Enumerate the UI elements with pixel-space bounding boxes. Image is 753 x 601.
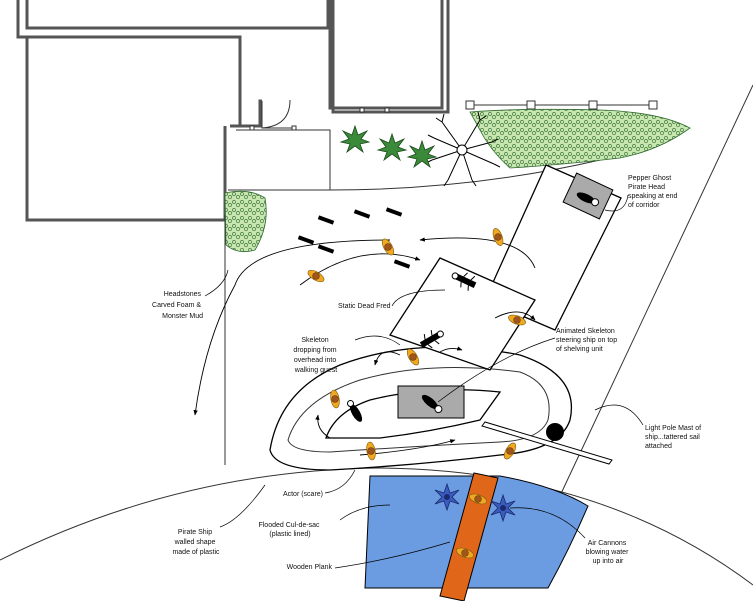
label-air-cannons: Air Cannons blowing water up into air bbox=[586, 540, 631, 565]
label-static-dead-fred: Static Dead Fred bbox=[338, 303, 391, 310]
skeleton-icon bbox=[347, 399, 363, 422]
guest-marker-icon bbox=[490, 226, 506, 248]
label-pepper-ghost: Pepper Ghost Pirate Head speaking at end… bbox=[628, 175, 679, 209]
skeleton-icon bbox=[576, 192, 600, 207]
label-actor: Actor (scare) bbox=[283, 491, 323, 498]
headstone-icon bbox=[297, 235, 315, 245]
light-pole-mast bbox=[481, 421, 613, 465]
label-pirate-ship: Pirate Ship walled shape made of plastic bbox=[172, 529, 220, 556]
label-headstones: Headstones Carved Foam & Monster Mud bbox=[152, 291, 203, 320]
house-walls bbox=[16, 0, 601, 222]
shrub-icon bbox=[340, 125, 370, 153]
label-light-pole: Light Pole Mast of ship...tattered sail … bbox=[645, 425, 703, 450]
yard-lines bbox=[0, 84, 753, 586]
pirate-ship-deck-outline bbox=[287, 367, 550, 453]
bush-icon bbox=[224, 190, 267, 253]
wooden-plank bbox=[439, 472, 499, 601]
label-wooden-plank: Wooden Plank bbox=[287, 564, 333, 571]
skeleton-icon bbox=[421, 394, 443, 414]
mast-ball-icon bbox=[546, 423, 564, 441]
shrub-icon bbox=[407, 140, 437, 168]
headstone-icon bbox=[317, 215, 335, 225]
headstone-icon bbox=[353, 209, 371, 219]
skeleton-icon bbox=[451, 272, 477, 291]
headstone-icon bbox=[385, 207, 403, 217]
leader-lines bbox=[204, 194, 644, 569]
headstones bbox=[297, 207, 411, 269]
tree-icon bbox=[425, 111, 501, 187]
headstone-icon bbox=[317, 244, 335, 254]
corridor bbox=[484, 164, 622, 331]
bush-icon bbox=[469, 108, 691, 169]
label-animated-skeleton: Animated Skeleton steering ship on top o… bbox=[556, 328, 619, 353]
skeleton-icon bbox=[419, 330, 444, 349]
headstone-icon bbox=[393, 259, 411, 269]
fence bbox=[465, 100, 658, 110]
label-skeleton-dropping: Skeleton dropping from overhead into wal… bbox=[293, 337, 338, 374]
label-flooded: Flooded Cul-de-sac (plastic lined) bbox=[258, 522, 321, 538]
shrub-icon bbox=[377, 133, 407, 161]
